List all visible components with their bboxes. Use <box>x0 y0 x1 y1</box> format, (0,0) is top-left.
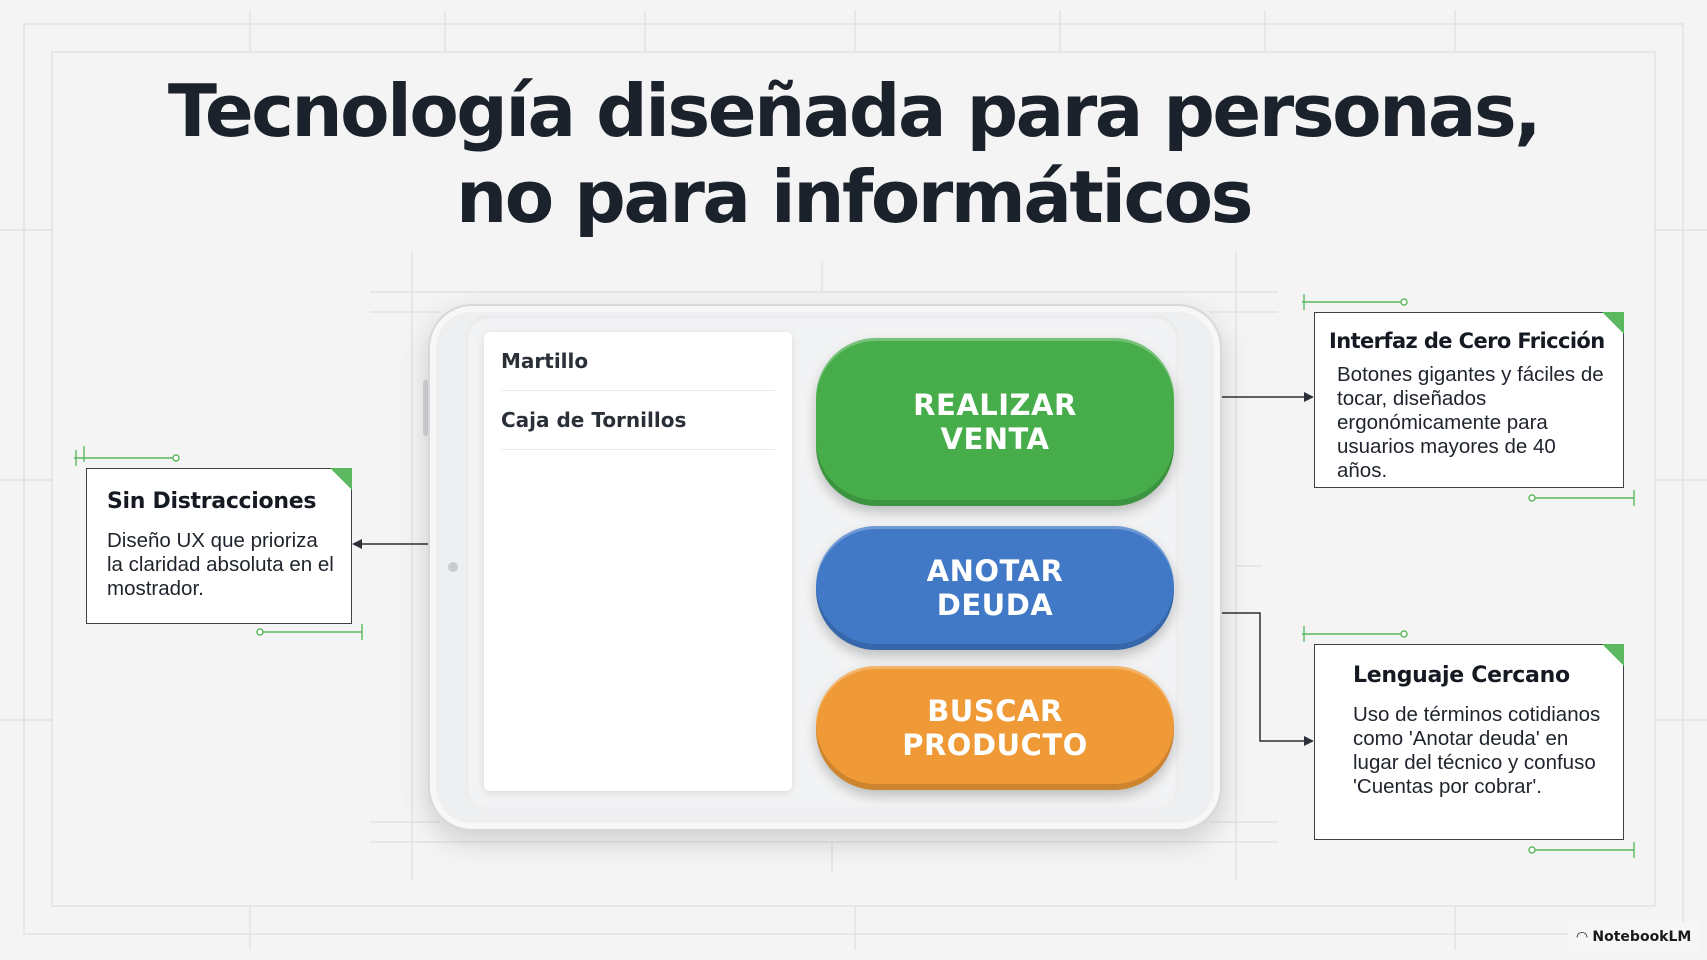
notebooklm-badge: ◠ NotebookLM <box>1568 922 1700 952</box>
callout-title: Sin Distracciones <box>107 489 317 514</box>
callout-title: Interfaz de Cero Fricción <box>1329 329 1605 353</box>
card-corner-fold-icon <box>330 468 352 490</box>
callout-sin-distracciones: Sin Distracciones Diseño UX que prioriza… <box>86 468 352 624</box>
card-corner-fold-icon <box>1602 644 1624 666</box>
page-title: Tecnología diseñada para personas, no pa… <box>0 68 1707 240</box>
callout-text: Diseño UX que prioriza la claridad absol… <box>107 529 334 600</box>
realizar-venta-button[interactable]: REALIZAR VENTA <box>816 338 1174 506</box>
callout-lenguaje-cercano: Lenguaje Cercano Uso de términos cotidia… <box>1314 644 1624 840</box>
list-item[interactable]: Martillo <box>501 332 775 391</box>
tablet-side-button <box>423 380 428 436</box>
callout-text: Uso de términos cotidianos como 'Anotar … <box>1353 703 1601 798</box>
page-title-line-1: Tecnología diseñada para personas, <box>167 69 1542 153</box>
page-title-line-2: no para informáticos <box>455 155 1254 239</box>
footer-brand: NotebookLM <box>1592 929 1692 945</box>
tablet-camera <box>448 562 458 572</box>
buscar-producto-button[interactable]: BUSCAR PRODUCTO <box>816 666 1174 790</box>
callout-interfaz-cero-friccion: Interfaz de Cero Fricción Botones gigant… <box>1314 312 1624 488</box>
callout-text: Botones gigantes y fáciles de tocar, dis… <box>1337 363 1604 482</box>
list-item[interactable]: Caja de Tornillos <box>501 391 775 450</box>
card-corner-fold-icon <box>1602 312 1624 334</box>
notebooklm-logo-icon: ◠ <box>1576 929 1588 945</box>
product-list-panel: Martillo Caja de Tornillos <box>484 332 792 791</box>
anotar-deuda-button[interactable]: ANOTAR DEUDA <box>816 526 1174 650</box>
callout-title: Lenguaje Cercano <box>1353 663 1570 688</box>
